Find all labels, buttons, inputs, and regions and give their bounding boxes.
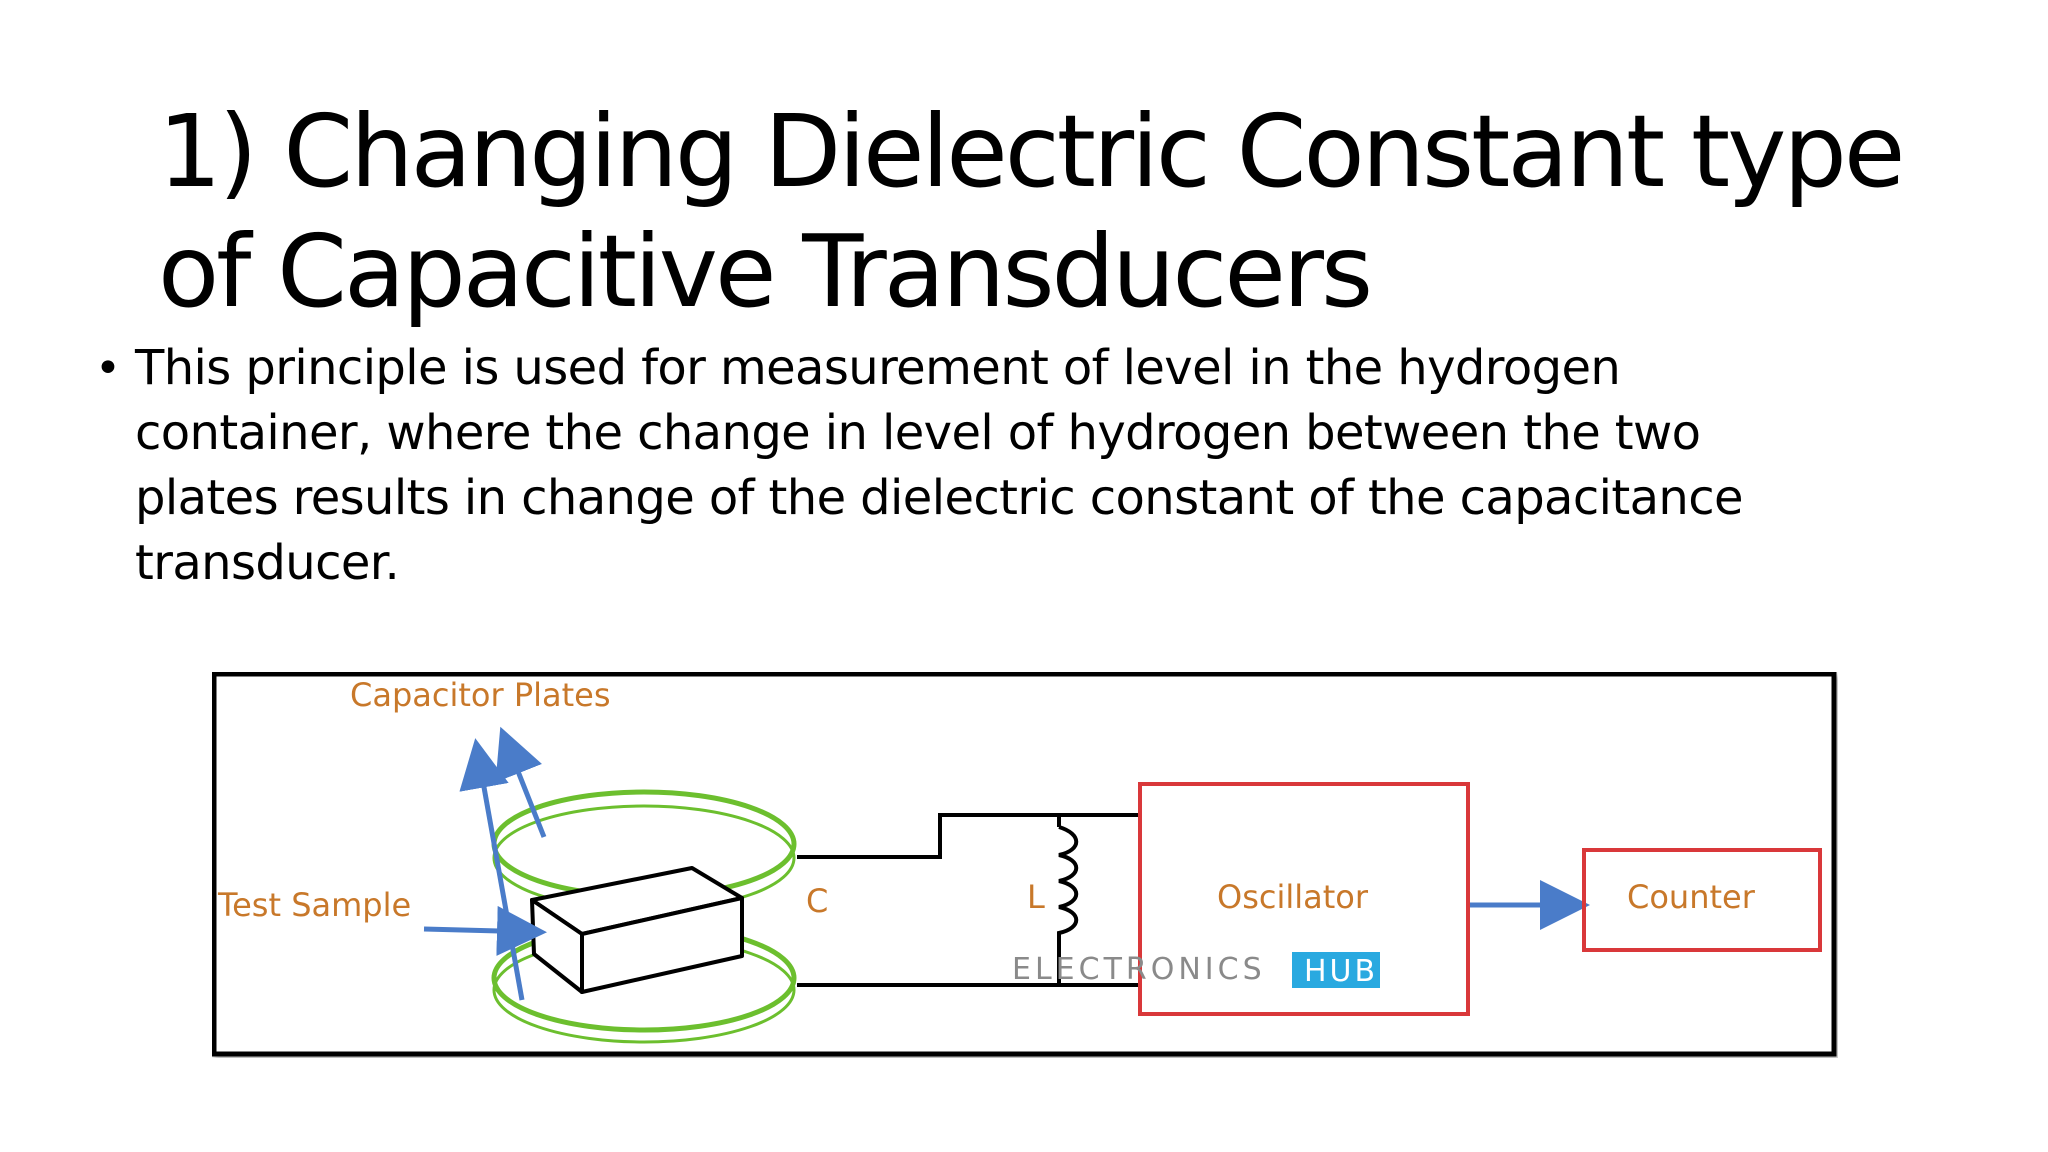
slide-title: 1) Changing Dielectric Constant type of … <box>158 92 1978 332</box>
sample-arrow <box>423 905 547 956</box>
bullet-line: plates results in change of the dielectr… <box>135 470 1744 526</box>
title-line: 1) Changing Dielectric Constant type <box>158 93 1905 210</box>
transducer-diagram: Capacitor Plates Test Sample C L Oscilla… <box>212 672 1838 1058</box>
inductor-label: L <box>1027 878 1045 916</box>
watermark-text: ELECTRONICS <box>1012 952 1266 987</box>
bullet-line: transducer. <box>135 535 400 591</box>
test-sample-label: Test Sample <box>217 886 411 924</box>
bullet-list: • This principle is used for measurement… <box>95 336 1855 596</box>
capacitor-plates-label: Capacitor Plates <box>350 676 611 714</box>
oscillator-box <box>1138 782 1470 1016</box>
title-line: of Capacitive Transducers <box>158 213 1373 330</box>
counter-box <box>1582 848 1822 952</box>
circuit-wires <box>797 813 1140 987</box>
bullet-line: container, where the change in level of … <box>135 405 1701 461</box>
electronics-hub-watermark: ELECTRONICS HUB <box>1012 952 1380 989</box>
capacitor-label: C <box>806 882 828 920</box>
oscillator-label: Oscillator <box>1217 878 1369 916</box>
hub-badge <box>1292 952 1380 988</box>
bullet-line: This principle is used for measurement o… <box>135 340 1621 396</box>
pointer-arrows <box>423 726 1590 1001</box>
plate-arrow <box>459 738 525 1001</box>
inductor-coil-icon <box>1057 825 1079 940</box>
diagram-canvas: Capacitor Plates Test Sample C L Oscilla… <box>212 672 1837 1057</box>
bullet-item: • This principle is used for measurement… <box>95 336 1855 596</box>
counter-label: Counter <box>1627 878 1756 916</box>
diagram-frame <box>212 672 1837 1057</box>
bullet-marker: • <box>95 343 121 394</box>
plate-arrow <box>495 726 547 838</box>
hub-badge-text: HUB <box>1304 954 1378 989</box>
